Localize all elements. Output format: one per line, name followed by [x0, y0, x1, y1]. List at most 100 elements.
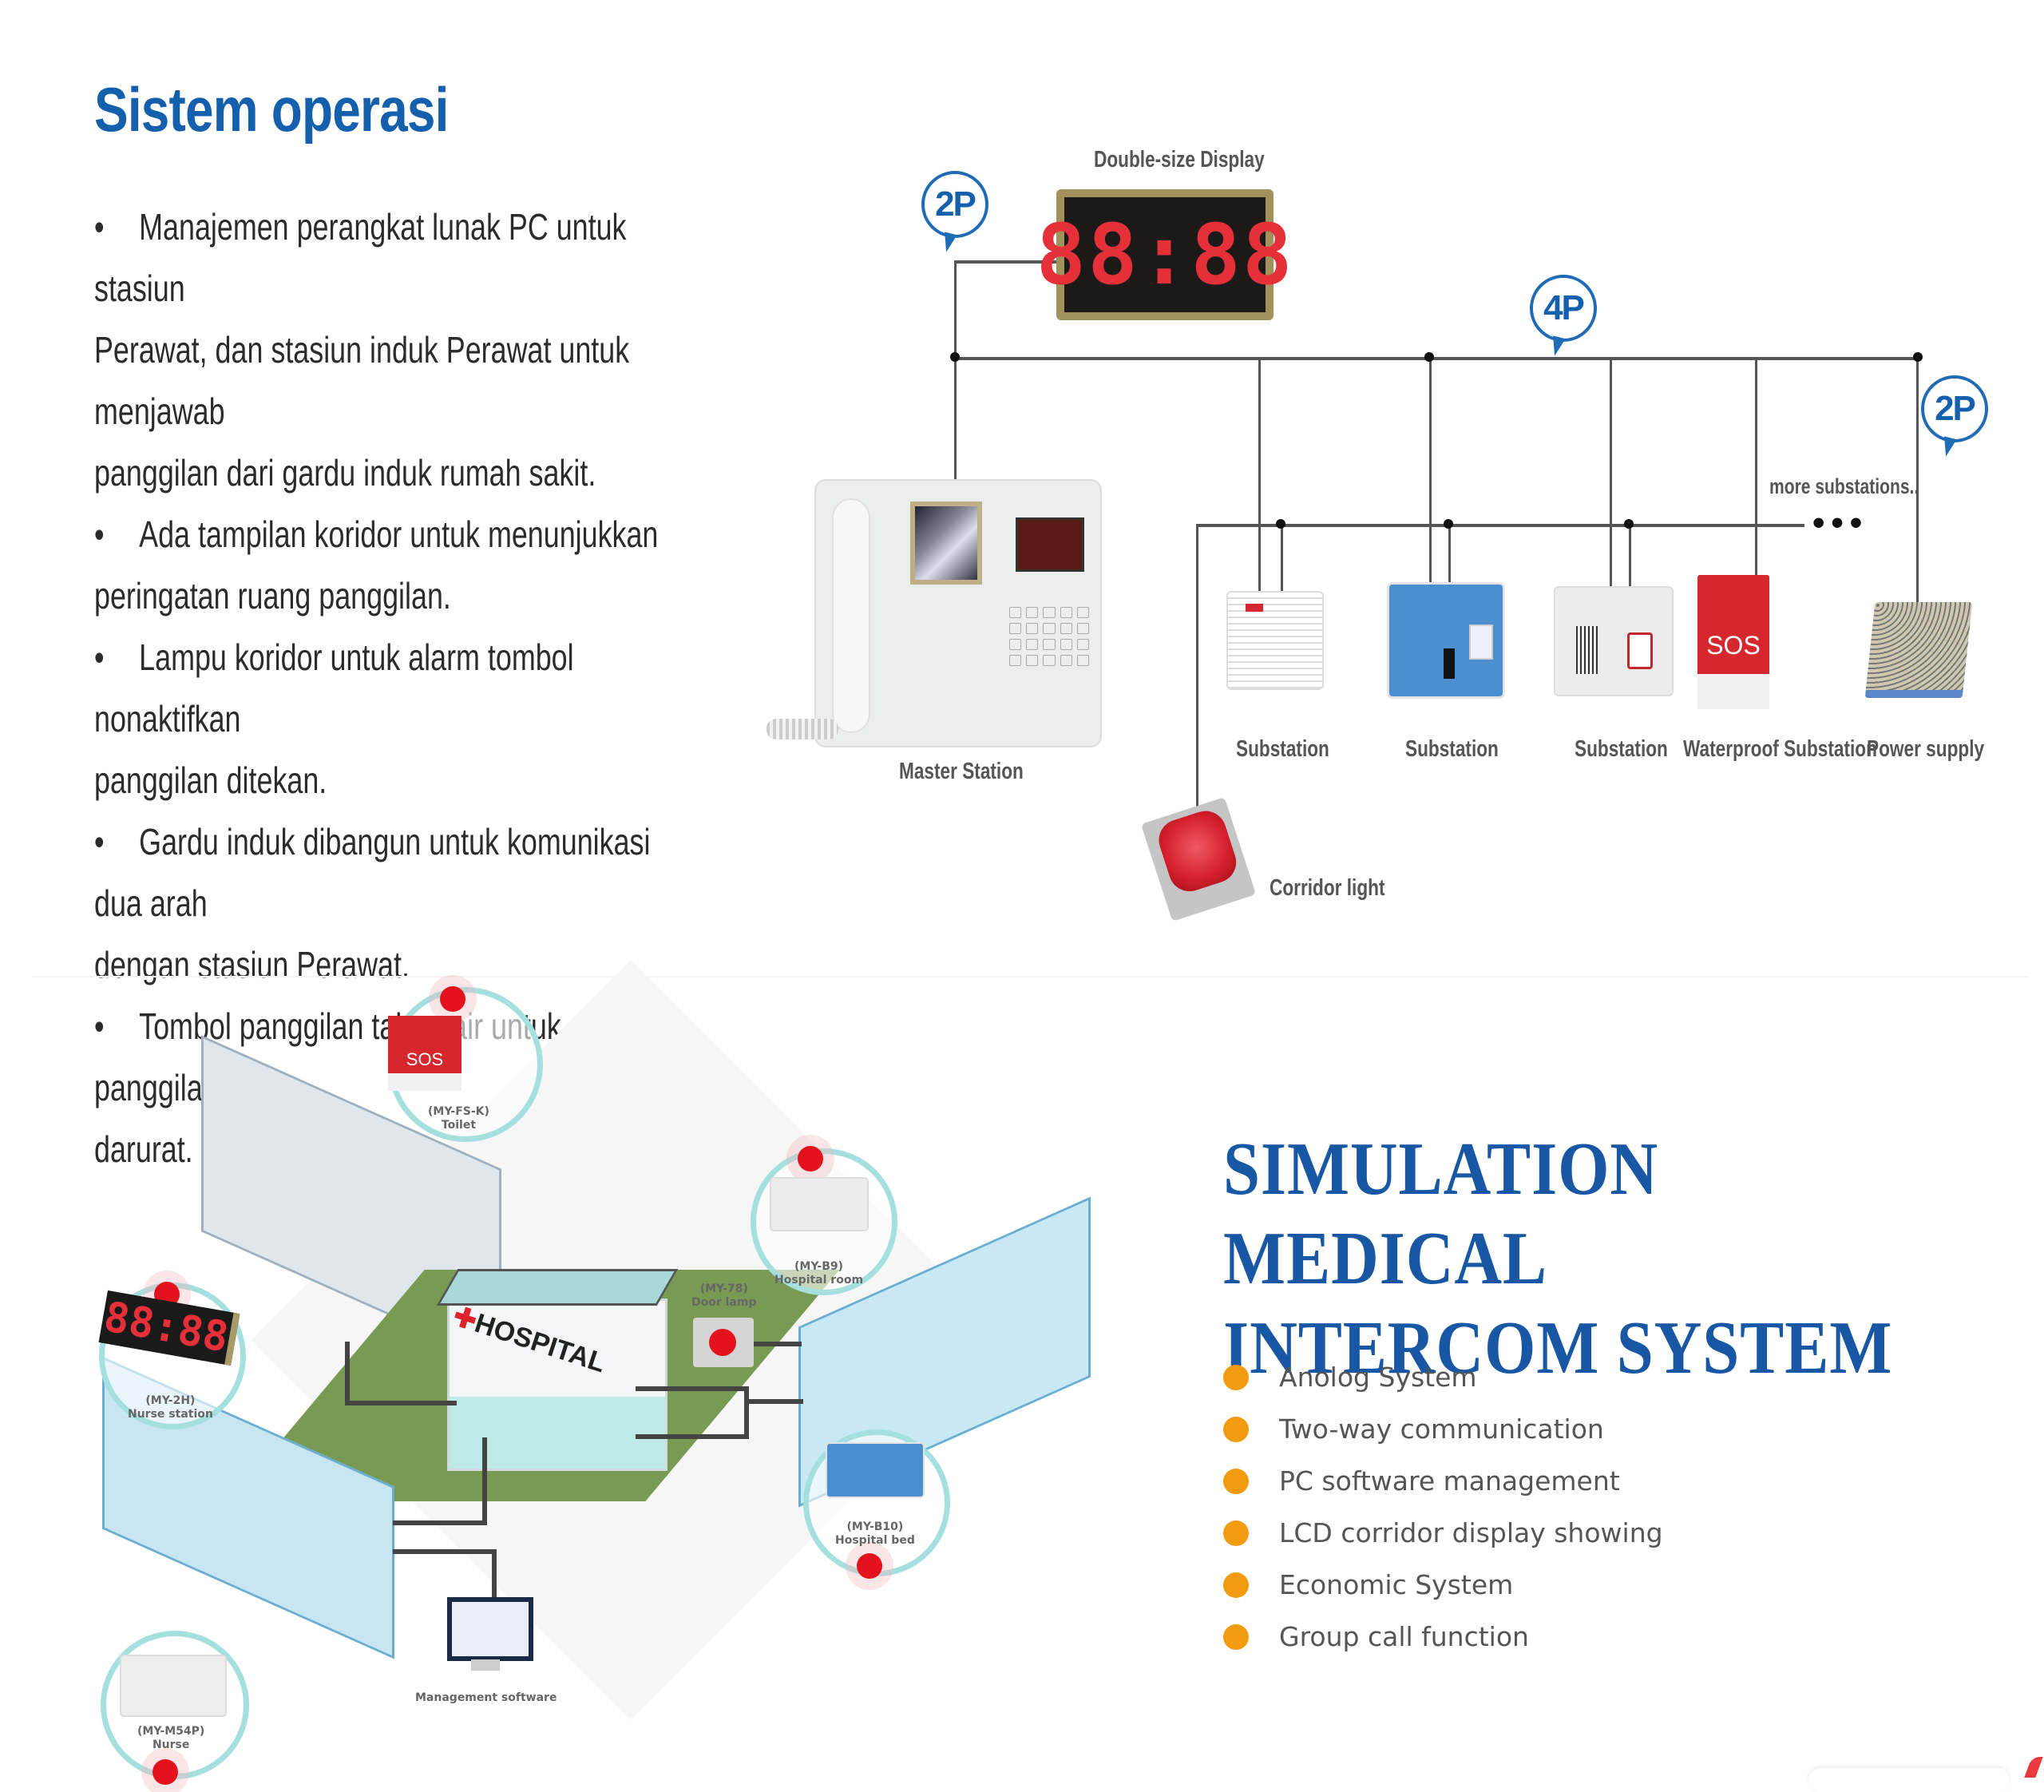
master-station-device [766, 479, 1102, 747]
corridor-light-label: Corridor light [1270, 875, 1385, 901]
alarm-pin-icon [153, 1759, 178, 1785]
bullet-dot-icon [1223, 1468, 1249, 1494]
bullet-dot-icon [1223, 1572, 1249, 1598]
substation-device [1389, 585, 1503, 696]
floating-card-edge [1809, 1768, 2009, 1792]
wire [954, 260, 957, 479]
cable [744, 1386, 749, 1439]
wire [1629, 524, 1631, 588]
display-label: Double-size Display [1094, 147, 1265, 172]
power-supply-label: Power supply [1867, 736, 1985, 762]
feature-item: Group call function [1223, 1611, 1663, 1663]
bus-wire [955, 357, 1918, 360]
monitor-icon [447, 1597, 533, 1661]
bullet-dot-icon [1223, 1416, 1249, 1442]
corridor-wire [1196, 524, 1804, 527]
bullet-text: panggilan ditekan. [94, 759, 327, 801]
cable [482, 1437, 487, 1525]
led-display [1016, 517, 1084, 572]
bullet-text: darurat. [94, 1128, 193, 1170]
cable [345, 1342, 350, 1405]
wire-tag-2p-icon: 2P [1921, 375, 1988, 442]
alarm-pin-icon [857, 1553, 882, 1579]
bullet-icon: • [94, 513, 105, 555]
monitor-stand [471, 1659, 500, 1671]
heading-line: SIMULATION MEDICAL [1223, 1128, 1659, 1300]
feature-item: LCD corridor display showing [1223, 1507, 1663, 1559]
bullet-item: •Manajemen perangkat lunak PC untuk stas… [94, 196, 692, 319]
room-substation-icon [771, 1179, 867, 1230]
substation-label: Substation [1236, 736, 1329, 762]
substation-label: Substation [1405, 736, 1499, 762]
sos-device-icon: SOS [388, 1016, 461, 1091]
video-screen [910, 502, 982, 585]
junction-node [1444, 519, 1453, 529]
callout-label: (MY-M54P)Nurse [137, 1725, 205, 1751]
cable [747, 1399, 803, 1404]
bullet-icon: • [94, 636, 105, 678]
double-size-display: 88:88 [1036, 189, 1293, 320]
master-station-label: Master Station [899, 759, 1024, 784]
bullet-dot-icon [1223, 1624, 1249, 1650]
bed-substation-icon [827, 1444, 923, 1497]
bullet-dot-icon [1223, 1364, 1249, 1390]
more-substations-label: more substations.. [1769, 474, 1919, 498]
callout-label: (MY-2H)Nurse station [128, 1394, 213, 1421]
junction-node [1624, 519, 1634, 529]
wire-tag-4p-icon: 4P [1530, 275, 1597, 342]
bullet-item: •Gardu induk dibangun untuk komunikasi d… [94, 811, 692, 934]
corridor-light-device [1140, 797, 1257, 922]
wire [1610, 357, 1612, 589]
bullet-icon: • [94, 1005, 105, 1047]
cable [345, 1401, 457, 1405]
wire [1916, 357, 1919, 605]
substation-device [1555, 588, 1672, 695]
alarm-pin-icon [440, 986, 465, 1012]
feature-item: Economic System [1223, 1559, 1663, 1611]
section-title: Sistem operasi [94, 74, 449, 145]
power-supply-device [1864, 602, 1973, 698]
callout-label: (MY-B9)Hospital room [774, 1260, 864, 1287]
door-lamp-device [693, 1318, 754, 1367]
cable [636, 1386, 747, 1391]
wire [1755, 357, 1757, 577]
floating-widget-edge[interactable] [2024, 1757, 2043, 1778]
waterproof-substation-label: Waterproof Substation [1683, 736, 1877, 762]
feature-item: Anolog System [1223, 1351, 1663, 1403]
substation-label: Substation [1575, 736, 1668, 762]
product-heading: SIMULATION MEDICAL INTERCOM SYSTEM [1223, 1124, 1946, 1393]
callout-label: (MY-78)Door lamp [691, 1283, 757, 1309]
substation-device [1228, 593, 1322, 688]
bullet-text: peringatan ruang panggilan. [94, 575, 451, 616]
wire [1448, 524, 1451, 588]
cable [393, 1549, 497, 1554]
feature-list: Anolog System Two-way communication PC s… [1223, 1351, 1663, 1663]
wire [1281, 524, 1283, 596]
waterproof-substation-device: SOS [1697, 575, 1769, 709]
sos-text: SOS [1706, 631, 1761, 660]
nurse-master-icon [121, 1656, 225, 1715]
bullet-item: •Ada tampilan koridor untuk menunjukkan [94, 504, 692, 565]
bullet-icon: • [94, 821, 105, 862]
management-software-label: Management software [415, 1691, 557, 1704]
bullet-text: panggilan dari gardu induk rumah sakit. [94, 452, 596, 494]
junction-node [1424, 352, 1434, 362]
cable [393, 1520, 487, 1525]
wire [955, 260, 1056, 264]
operation-bullet-list: •Manajemen perangkat lunak PC untuk stas… [94, 196, 692, 1180]
keypad-icon [1009, 607, 1089, 666]
cable [754, 1342, 802, 1346]
alarm-pin-icon [798, 1146, 823, 1172]
coiled-cord-icon [766, 719, 838, 739]
callout-label: (MY-FS-K)Toilet [428, 1105, 489, 1132]
wire-tag-2p-icon: 2P [921, 171, 988, 238]
callout-label: (MY-B10)Hospital bed [835, 1520, 915, 1547]
bullet-item: •Lampu koridor untuk alarm tombol nonakt… [94, 627, 692, 750]
wire [1258, 357, 1261, 597]
junction-node [950, 352, 960, 362]
feature-item: Two-way communication [1223, 1403, 1663, 1455]
display-screen: 88:88 [1036, 197, 1293, 312]
wire [1196, 524, 1198, 808]
feature-item: PC software management [1223, 1455, 1663, 1507]
heading-line: INTERCOM SYSTEM [1223, 1306, 1893, 1390]
